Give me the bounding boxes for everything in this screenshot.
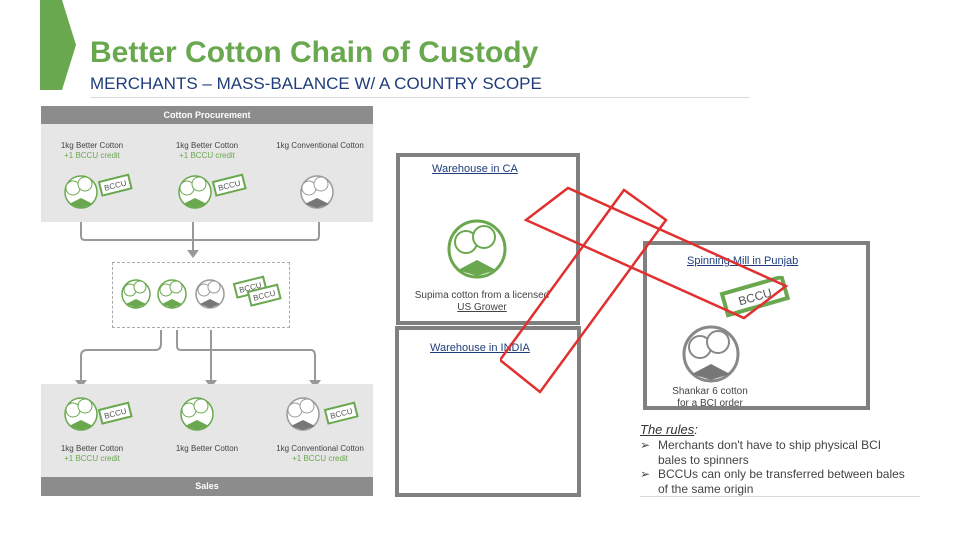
warehouse-ca-note-line1: Supima cotton from a licensed: [414, 290, 550, 301]
warehouse-ca-note: Supima cotton from a licensed US Grower: [398, 290, 566, 314]
rules-title-text: The rules: [640, 422, 695, 437]
warehouse-india-label: Warehouse in INDIA: [430, 342, 530, 354]
sales-footer: Sales: [41, 477, 373, 496]
sales-icons: BCCU BCCU: [64, 397, 359, 431]
bccu-badge-icon: BCCU: [97, 401, 133, 425]
procurement-item-1-label: 1kg Better Cotton: [60, 141, 124, 150]
sales-item-1-credit: +1 BCCU credit: [64, 454, 120, 463]
bccu-badge-icon: BCCU: [97, 173, 133, 197]
rule-1-line1: Merchants don't have to ship physical BC…: [658, 438, 882, 452]
flow-arrows: [75, 222, 321, 388]
warehouse-ca-label: Warehouse in CA: [432, 163, 518, 175]
spinning-mill-label: Spinning Mill in Punjab: [687, 255, 799, 267]
cotton-boll-icon: [121, 279, 151, 309]
arrow-bullet-icon: ➢: [640, 438, 651, 452]
rule-1-line2: bales to spinners: [658, 453, 749, 467]
rule-item-2: ➢ BCCUs can only be transferred between b…: [640, 467, 920, 497]
warehouse-ca-box: [396, 153, 580, 325]
rule-2-line2: of the same origin: [658, 482, 754, 496]
page-title: Better Cotton Chain of Custody: [90, 36, 539, 69]
shankar-cotton-icon: [682, 325, 740, 383]
sales-item-1-label: 1kg Better Cotton: [60, 444, 124, 453]
spinning-mill-box: [643, 241, 870, 410]
procurement-item-2-credit: +1 BCCU credit: [179, 151, 235, 160]
chevron-decoration: [40, 0, 76, 90]
sales-panel: [41, 384, 373, 477]
sales-item-2-label: 1kg Better Cotton: [175, 444, 239, 453]
procurement-item-3-label: 1kg Conventional Cotton: [276, 141, 364, 150]
spinning-mill-note-line1: Shankar 6 cotton: [672, 386, 748, 397]
bccu-badge-icon: BCCU: [323, 401, 359, 425]
spinning-mill-note-line2: for a BCI order: [677, 398, 743, 409]
conventional-cotton-icon: [286, 397, 320, 431]
spinning-mill-note: Shankar 6 cotton for a BCI order: [650, 386, 770, 410]
conventional-cotton-icon: [300, 175, 334, 209]
rules-title-suffix: :: [694, 422, 698, 437]
rules-title: The rules:: [640, 422, 698, 437]
cotton-boll-icon: [157, 279, 187, 309]
pool-icons: BCCU BCCU: [121, 275, 282, 309]
rule-2-line1: BCCUs can only be transferred between ba…: [658, 467, 905, 481]
procurement-icons: BCCU BCCU: [64, 173, 334, 209]
conventional-cotton-icon: [195, 279, 225, 309]
cotton-boll-icon: [64, 397, 98, 431]
cotton-boll-icon: [180, 397, 214, 431]
procurement-item-1-credit: +1 BCCU credit: [64, 151, 120, 160]
sales-item-3-label: 1kg Conventional Cotton: [276, 444, 364, 453]
header-divider: [90, 97, 750, 98]
bccu-badge-icon: BCCU: [211, 173, 247, 197]
supima-cotton-icon: [447, 219, 507, 279]
page-subtitle: MERCHANTS – MASS-BALANCE W/ A COUNTRY SC…: [90, 74, 542, 93]
forbidden-transfer-cross: [500, 186, 789, 394]
procurement-item-2-label: 1kg Better Cotton: [175, 141, 239, 150]
footer-divider: [640, 496, 920, 497]
procurement-header: Cotton Procurement: [41, 106, 373, 124]
arrow-bullet-icon: ➢: [640, 467, 651, 481]
rule-item-1: ➢ Merchants don't have to ship physical B…: [640, 438, 920, 468]
sales-item-3-credit: +1 BCCU credit: [292, 454, 348, 463]
bccu-badge-icon: BCCU: [246, 283, 282, 307]
warehouse-ca-note-line2: US Grower: [457, 302, 507, 313]
cotton-boll-icon: [64, 175, 98, 209]
warehouse-india-box: [395, 326, 581, 497]
cotton-boll-icon: [178, 175, 212, 209]
